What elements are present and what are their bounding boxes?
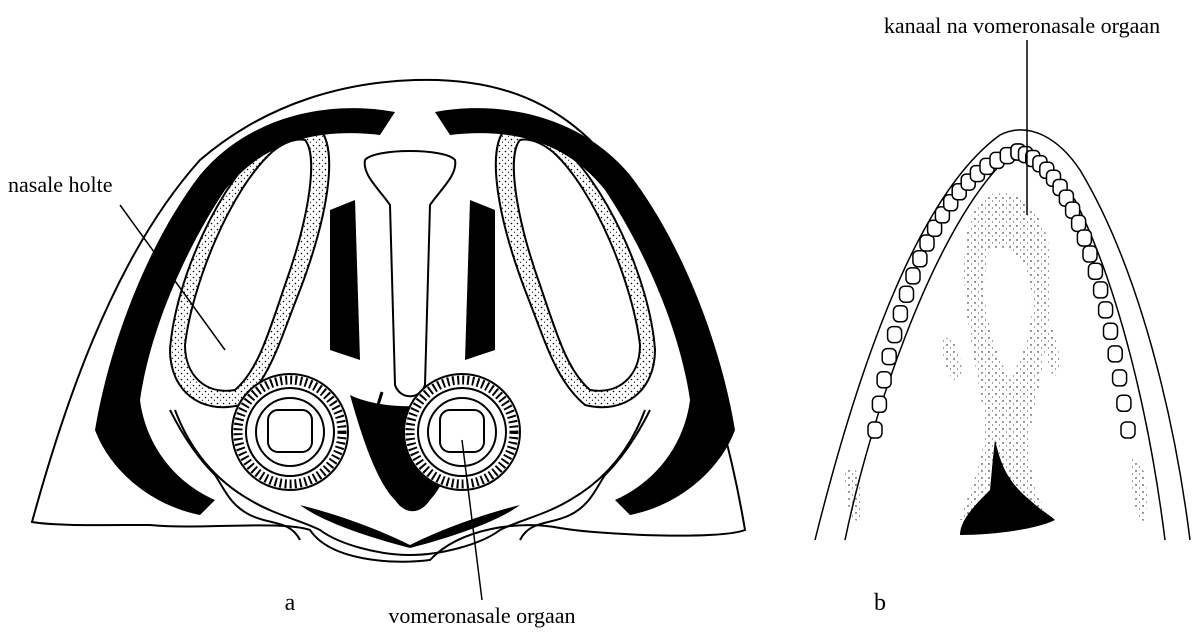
tooth — [900, 286, 914, 302]
panel-a-drawing — [32, 80, 745, 562]
tooth — [1117, 395, 1131, 411]
label-vno-canal: kanaal na vomeronasale orgaan — [884, 13, 1160, 38]
tooth — [1099, 302, 1113, 318]
tooth — [888, 327, 902, 343]
nasal-septum — [365, 151, 456, 396]
tooth — [1108, 346, 1122, 362]
vno-left — [232, 374, 348, 490]
tooth — [872, 396, 886, 412]
tooth — [893, 306, 907, 322]
septum-black-right — [465, 200, 495, 360]
tooth — [906, 268, 920, 284]
tooth — [1094, 282, 1108, 298]
panel-b-drawing — [815, 130, 1190, 540]
tooth — [868, 422, 882, 438]
tooth — [1083, 246, 1097, 262]
tooth — [877, 372, 891, 388]
tooth — [920, 235, 934, 251]
septum-black-left — [330, 200, 360, 360]
tooth — [1088, 263, 1102, 279]
vno-right — [404, 374, 520, 490]
jaw-inner-right — [520, 410, 650, 540]
cartilage-lower — [300, 505, 520, 548]
tooth — [1104, 323, 1118, 339]
tooth — [1072, 215, 1086, 231]
tooth — [1113, 370, 1127, 386]
tooth — [1077, 230, 1091, 246]
label-nasal-cavity: nasale holte — [8, 172, 112, 197]
panel-letter-a: a — [285, 590, 296, 616]
label-vomeronasal-organ: vomeronasale orgaan — [388, 603, 575, 628]
panel-letter-b: b — [874, 590, 886, 616]
tooth — [1121, 422, 1135, 438]
tooth — [882, 349, 896, 365]
tooth — [913, 251, 927, 267]
